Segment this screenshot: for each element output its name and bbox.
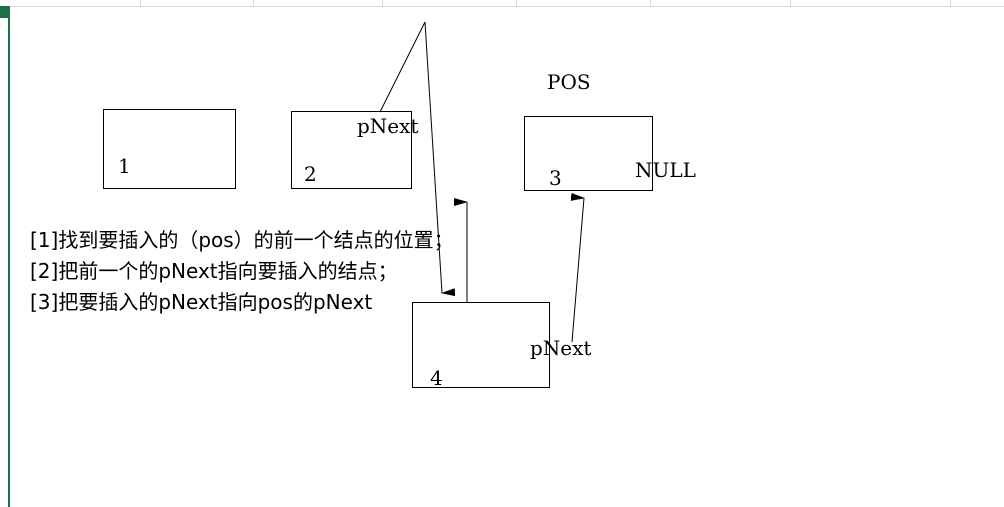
step-3-text: [3]把要插入的pNext指向pos的pNext bbox=[30, 290, 373, 314]
grid-tick bbox=[140, 0, 141, 6]
node-4-box bbox=[412, 302, 550, 388]
link-node2-to-apex bbox=[379, 21, 426, 113]
node-3-number: 3 bbox=[549, 166, 562, 190]
arrow-node2-to-node4 bbox=[424, 21, 456, 297]
grid-tick bbox=[790, 0, 791, 6]
grid-tick bbox=[516, 0, 517, 6]
sheet-grid-header bbox=[0, 0, 1004, 7]
step-2-text: [2]把前一个的pNext指向要插入的结点； bbox=[30, 259, 398, 283]
node-1-number: 1 bbox=[118, 154, 131, 178]
node-4-pnext-label: pNext bbox=[530, 336, 592, 360]
node-3-null-label: NULL bbox=[635, 158, 696, 182]
insertion-steps: [1]找到要插入的（pos）的前一个结点的位置； [2]把前一个的pNext指向… bbox=[30, 225, 454, 318]
arrow-node4-to-node3 bbox=[570, 192, 585, 343]
grid-tick bbox=[382, 0, 383, 6]
sheet-left-border bbox=[8, 6, 10, 507]
grid-tick bbox=[950, 0, 951, 6]
node-2-pnext-label: pNext bbox=[357, 114, 419, 138]
step-1-text: [1]找到要插入的（pos）的前一个结点的位置； bbox=[30, 228, 454, 252]
node-2-number: 2 bbox=[304, 162, 317, 186]
node-1-box bbox=[103, 109, 236, 189]
pos-marker-label: POS bbox=[547, 70, 591, 94]
node-4-number: 4 bbox=[430, 366, 443, 390]
grid-tick bbox=[253, 0, 254, 6]
node-3-box bbox=[524, 116, 653, 191]
grid-tick bbox=[650, 0, 651, 6]
active-cell-marker bbox=[0, 6, 8, 18]
node-2-box bbox=[291, 111, 412, 189]
